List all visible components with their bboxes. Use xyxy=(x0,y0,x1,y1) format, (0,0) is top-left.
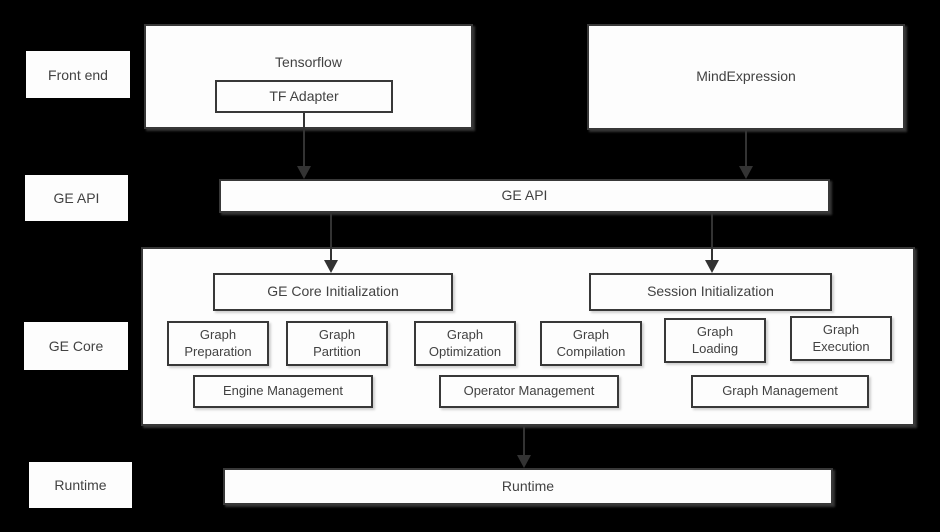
ge-core-initialization-label: GE Core Initialization xyxy=(267,283,399,300)
operator-management-label: Operator Management xyxy=(463,383,595,399)
graph-partition-box: Graph Partition xyxy=(286,321,388,366)
graph-execution-box: Graph Execution xyxy=(790,316,892,361)
session-initialization-box: Session Initialization xyxy=(589,273,832,311)
arrow-shaft xyxy=(330,213,332,262)
ge-core-initialization-box: GE Core Initialization xyxy=(213,273,453,311)
graph-optimization-box: Graph Optimization xyxy=(414,321,516,366)
engine-management-label: Engine Management xyxy=(223,383,343,399)
arrow-ge-core-to-runtime xyxy=(517,426,531,468)
graph-loading-label: Graph Loading xyxy=(691,324,739,356)
graph-partition-label: Graph Partition xyxy=(313,327,361,359)
row-label-runtime: Runtime xyxy=(29,462,132,508)
row-label-ge-core-text: GE Core xyxy=(48,338,104,354)
graph-loading-box: Graph Loading xyxy=(664,318,766,363)
tf-adapter-label: TF Adapter xyxy=(269,87,339,104)
arrow-ge-api-to-session-initialization xyxy=(705,213,719,273)
ge-api-bar: GE API xyxy=(219,179,830,213)
graph-compilation-box: Graph Compilation xyxy=(540,321,642,366)
arrow-shaft xyxy=(303,113,305,168)
tensorflow-title: Tensorflow xyxy=(275,54,342,70)
arrow-shaft xyxy=(745,130,747,168)
ge-api-bar-label: GE API xyxy=(501,187,548,204)
tensorflow-box: Tensorflow TF Adapter xyxy=(144,24,473,129)
session-initialization-label: Session Initialization xyxy=(647,283,774,300)
arrow-shaft xyxy=(523,426,525,457)
operator-management-box: Operator Management xyxy=(439,375,619,408)
graph-execution-label: Graph Execution xyxy=(812,322,870,354)
row-label-ge-api-text: GE API xyxy=(53,190,100,206)
graph-management-label: Graph Management xyxy=(722,383,838,399)
row-label-front-end: Front end xyxy=(26,51,130,98)
arrow-mindexpression-to-ge-api xyxy=(739,130,753,179)
row-label-ge-core: GE Core xyxy=(24,322,128,370)
row-label-ge-api: GE API xyxy=(25,175,128,221)
arrow-head-icon xyxy=(739,166,753,179)
arrow-ge-api-to-ge-core-initialization xyxy=(324,213,338,273)
tf-adapter-box: TF Adapter xyxy=(215,80,393,113)
mindexpression-box: MindExpression xyxy=(587,24,905,130)
runtime-bar-label: Runtime xyxy=(501,477,555,494)
row-label-front-end-text: Front end xyxy=(48,66,108,83)
ge-core-box: GE Core Initialization Session Initializ… xyxy=(141,247,915,426)
runtime-bar: Runtime xyxy=(223,468,833,505)
graph-compilation-label: Graph Compilation xyxy=(556,327,626,359)
arrow-shaft xyxy=(711,213,713,262)
arrow-tf-adapter-to-ge-api xyxy=(297,113,311,179)
mindexpression-label: MindExpression xyxy=(696,68,796,85)
arrow-head-icon xyxy=(517,455,531,468)
arrow-head-icon xyxy=(705,260,719,273)
graph-preparation-box: Graph Preparation xyxy=(167,321,269,366)
graph-management-box: Graph Management xyxy=(691,375,869,408)
row-label-runtime-text: Runtime xyxy=(54,477,107,493)
arrow-head-icon xyxy=(324,260,338,273)
graph-optimization-label: Graph Optimization xyxy=(428,327,502,359)
graph-preparation-label: Graph Preparation xyxy=(184,327,252,359)
arrow-head-icon xyxy=(297,166,311,179)
engine-management-box: Engine Management xyxy=(193,375,373,408)
